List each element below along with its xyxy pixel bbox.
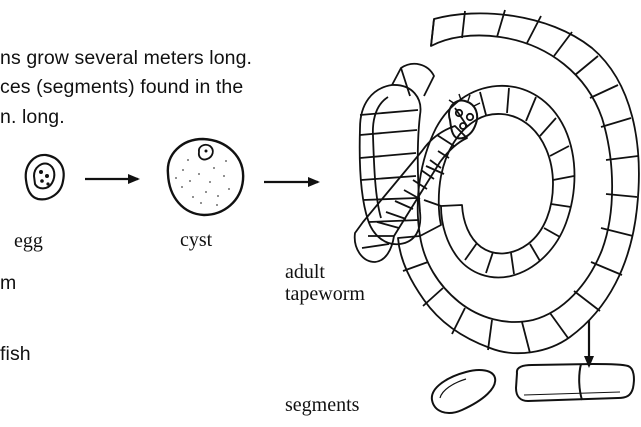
cyst-icon <box>168 139 243 215</box>
segment-icon <box>432 364 634 413</box>
egg-icon <box>26 155 64 199</box>
tapeworm-illustration <box>355 10 639 353</box>
